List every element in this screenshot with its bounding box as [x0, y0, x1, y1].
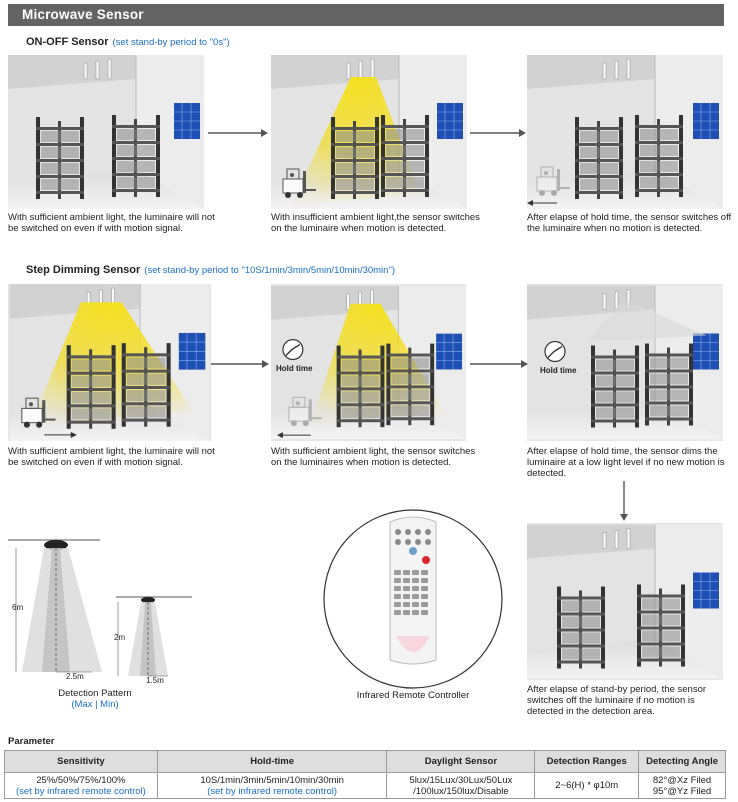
arrow-right-icon: [208, 129, 268, 137]
sensitivity-cell: 25%/50%/75%/100% (set by infrared remote…: [4, 772, 158, 799]
detection-pattern-title: Detection Pattern: [58, 688, 132, 699]
detection-pattern-caption: Detection Pattern (Max | Min): [20, 688, 170, 710]
dimming-scene-hold: [271, 284, 466, 441]
hold-time-value: 10S/1min/3min/5min/10min/30min: [200, 774, 344, 786]
remote-caption: Infrared Remote Controller: [356, 690, 470, 701]
daylight-value-2: /100lux/150lux/Disable: [413, 785, 509, 797]
arrow-right-icon: [211, 360, 269, 368]
onoff-title: ON-OFF Sensor: [26, 36, 109, 48]
column-header: Daylight Sensor: [386, 750, 536, 773]
hold-time-label-2: Hold time: [540, 366, 577, 375]
sensitivity-value: 25%/50%/75%/100%: [36, 774, 126, 786]
page-title: Microwave Sensor: [22, 7, 144, 22]
onoff-note: (set stand-by period to "0s"): [112, 37, 230, 48]
height-max-label: 6m: [12, 603, 24, 612]
detecting-angle-cell: 82°@Xz Filed 95°@Yz Filed: [638, 772, 726, 799]
hold-time-label: Hold time: [276, 364, 313, 373]
onoff-section-title: ON-OFF Sensor(set stand-by period to "0s…: [26, 36, 230, 48]
daylight-cell: 5lux/15Lux/30Lux/50Lux /100lux/150lux/Di…: [386, 772, 536, 799]
dimming-caption-2: With sufficient ambient light, the senso…: [271, 446, 476, 468]
detection-range-cell: 2~6(H) * φ10m: [534, 772, 640, 799]
header-bar: Microwave Sensor: [8, 4, 724, 26]
onoff-scene-motion-on: [271, 55, 467, 209]
parameter-table: Sensitivity Hold-time Daylight Sensor De…: [4, 750, 726, 799]
hold-time-note: (set by infrared remote control): [207, 785, 338, 797]
angle-value-1: 82°@Xz Filed: [652, 774, 712, 786]
column-header: Hold-time: [156, 750, 388, 773]
dimming-scene-motion-on: [8, 284, 211, 441]
parameter-title: Parameter: [8, 736, 55, 747]
remote-controller-illustration: [323, 509, 503, 689]
column-header: Detecting Angle: [638, 750, 726, 773]
column-header: Detection Ranges: [534, 750, 640, 773]
onoff-caption-1: With sufficient ambient light, the lumin…: [8, 212, 215, 234]
column-header: Sensitivity: [4, 750, 158, 773]
dimming-title: Step Dimming Sensor: [26, 264, 141, 276]
height-min-label: 2m: [114, 633, 126, 642]
dimming-section-title: Step Dimming Sensor(set stand-by period …: [26, 264, 395, 276]
onoff-caption-3: After elapse of hold time, the sensor sw…: [527, 212, 732, 234]
dimming-caption-3: After elapse of hold time, the sensor di…: [527, 446, 725, 479]
onoff-scene-sufficient-light: [8, 55, 204, 209]
table-row: 25%/50%/75%/100% (set by infrared remote…: [4, 772, 726, 799]
width-min-label: 1.5m: [146, 676, 164, 685]
detection-pattern-diagram: [8, 539, 192, 677]
arrow-right-icon: [470, 360, 528, 368]
onoff-scene-hold-off: [527, 55, 723, 209]
angle-value-2: 95°@Yz Filed: [652, 785, 712, 797]
daylight-value-1: 5lux/15Lux/30Lux/50Lux: [409, 774, 513, 786]
arrow-down-icon: [620, 481, 628, 521]
onoff-caption-2: With insufficient ambient light,the sens…: [271, 212, 480, 234]
dimming-caption-4: After elapse of stand-by period, the sen…: [527, 684, 707, 717]
detection-pattern-subtitle: (Max | Min): [71, 699, 119, 710]
arrow-right-icon: [470, 129, 526, 137]
hold-time-cell: 10S/1min/3min/5min/10min/30min (set by i…: [156, 772, 388, 799]
dimming-caption-1: With sufficient ambient light, the lumin…: [8, 446, 215, 468]
dimming-scene-standby-off: [527, 523, 723, 680]
dimming-scene-dim: [527, 284, 723, 441]
width-max-label: 2.5m: [66, 672, 84, 681]
sensitivity-note: (set by infrared remote control): [15, 785, 146, 797]
dimming-note: (set stand-by period to "10S/1min/3min/5…: [144, 265, 395, 276]
table-header-row: Sensitivity Hold-time Daylight Sensor De…: [4, 750, 726, 773]
